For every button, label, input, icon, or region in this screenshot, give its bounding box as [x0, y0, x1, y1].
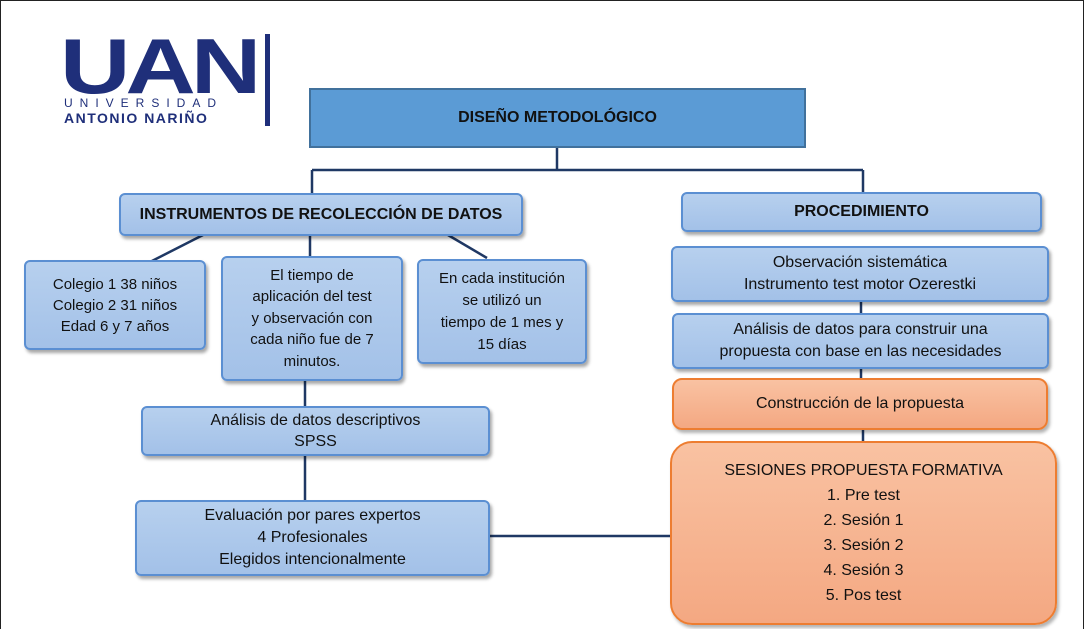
construction-label: Construcción de la propuesta	[755, 395, 965, 412]
institution-time-line: tiempo de 1 mes y	[440, 313, 564, 331]
observation-line: Observación sistemática	[772, 254, 948, 271]
institution-time-line: En cada institución	[439, 269, 565, 287]
procedure-header-box: PROCEDIMIENTO	[681, 192, 1042, 232]
peer-evaluation-line: 4 Profesionales	[257, 529, 368, 546]
session-item: 3. Sesión 2	[823, 537, 904, 554]
instruments-header: INSTRUMENTOS DE RECOLECCIÓN DE DATOS	[139, 205, 503, 223]
descriptive-analysis-line: Análisis de datos descriptivos	[210, 412, 421, 429]
procedure-header: PROCEDIMIENTO	[794, 203, 929, 220]
peer-evaluation-line: Elegidos intencionalmente	[219, 551, 406, 568]
logo-divider	[265, 34, 270, 126]
institution-time-box: En cada institución se utilizó un tiempo…	[417, 259, 587, 364]
descriptive-analysis-box: Análisis de datos descriptivos SPSS	[141, 406, 490, 456]
logo-line1: UNIVERSIDAD	[64, 96, 224, 110]
main-title: DISEÑO METODOLÓGICO	[458, 109, 657, 126]
application-time-line: aplicación del test	[252, 288, 372, 306]
sessions-title: SESIONES PROPUESTA FORMATIVA	[724, 462, 1003, 479]
peer-evaluation-box: Evaluación por pares expertos 4 Profesio…	[135, 500, 490, 576]
main-title-box: DISEÑO METODOLÓGICO	[309, 88, 806, 148]
proposal-analysis-line: propuesta con base en las necesidades	[719, 343, 1002, 360]
observation-box: Observación sistemática Instrumento test…	[671, 246, 1049, 302]
construction-box: Construcción de la propuesta	[672, 378, 1048, 430]
instruments-header-box: INSTRUMENTOS DE RECOLECCIÓN DE DATOS	[119, 193, 523, 236]
logo-line2: ANTONIO NARIÑO	[64, 110, 209, 126]
institution-time-line: se utilizó un	[462, 291, 542, 309]
application-time-line: El tiempo de	[270, 266, 354, 284]
peer-evaluation-line: Evaluación por pares expertos	[204, 507, 421, 524]
application-time-line: cada niño fue de 7	[250, 331, 374, 349]
schools-line: Colegio 1 38 niños	[52, 275, 178, 293]
session-item: 1. Pre test	[827, 487, 900, 504]
descriptive-analysis-line: SPSS	[294, 433, 337, 450]
schools-line: Colegio 2 31 niños	[52, 296, 178, 314]
proposal-analysis-line: Análisis de datos para construir una	[733, 321, 988, 338]
institution-time-line: 15 días	[477, 335, 527, 353]
proposal-analysis-box: Análisis de datos para construir una pro…	[672, 313, 1049, 369]
application-time-box: El tiempo de aplicación del test y obser…	[221, 256, 403, 381]
uan-logo: UAN UNIVERSIDAD ANTONIO NARIÑO	[58, 22, 278, 130]
observation-line: Instrumento test motor Ozerestki	[743, 276, 977, 293]
schools-line: Edad 6 y 7 años	[60, 317, 170, 335]
session-item: 4. Sesión 3	[823, 562, 904, 579]
application-time-line: minutos.	[283, 352, 341, 370]
sessions-box: SESIONES PROPUESTA FORMATIVA 1. Pre test…	[670, 441, 1057, 625]
session-item: 2. Sesión 1	[823, 512, 904, 529]
application-time-line: y observación con	[251, 309, 373, 327]
schools-box: Colegio 1 38 niños Colegio 2 31 niños Ed…	[24, 260, 206, 350]
logo-mark: UAN	[60, 22, 261, 110]
session-item: 5. Pos test	[825, 587, 902, 604]
